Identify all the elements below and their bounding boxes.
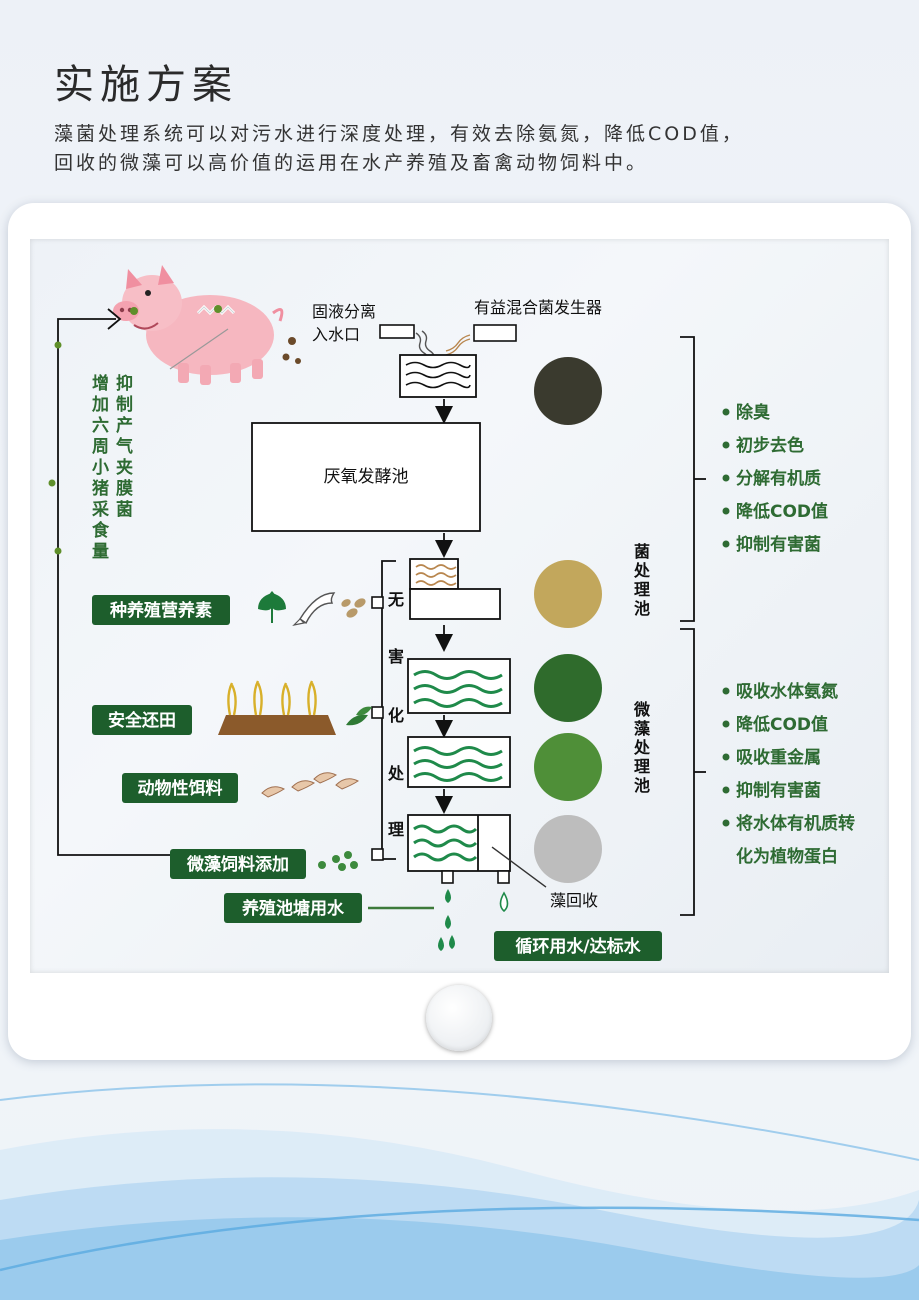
anaerobic-tank-label: 厌氧发酵池 [324,467,409,487]
algae-particles-icon [318,851,358,871]
svg-text:小: 小 [92,458,109,478]
fish-icon [292,592,336,626]
side-text-inhibit: 抑 制 产 气 夹 膜 菌 [115,373,133,520]
svg-text:池: 池 [634,776,650,795]
svg-text:除臭: 除臭 [736,402,770,423]
svg-text:抑制有害菌: 抑制有害菌 [736,780,821,801]
svg-text:分解有机质: 分解有机质 [736,468,821,489]
tablet-home-button[interactable] [426,985,492,1051]
svg-text:加: 加 [91,395,109,415]
svg-text:理: 理 [634,580,650,599]
svg-text:处: 处 [633,738,651,757]
algae-tank-3 [407,814,511,872]
svg-text:将水体有机质转: 将水体有机质转 [736,813,855,834]
svg-text:吸收水体氨氮: 吸收水体氨氮 [736,681,838,702]
sample-grey [534,815,602,883]
svg-text:菌: 菌 [116,500,133,520]
svg-text:处: 处 [633,561,651,580]
generator-box [473,324,517,342]
svg-text:猪: 猪 [92,478,109,499]
generator-label: 有益混合菌发生器 [474,298,602,317]
svg-text:采: 采 [91,500,109,520]
svg-text:化: 化 [388,706,404,725]
svg-text:循环用水/达标水: 循环用水/达标水 [515,936,641,957]
bacteria-tank-base [409,588,501,620]
svg-text:动物性饵料: 动物性饵料 [138,778,223,799]
sample-green-dark [534,654,602,722]
svg-text:制: 制 [116,394,133,415]
inlet-pipe [379,324,415,339]
svg-text:抑制有害菌: 抑制有害菌 [736,534,821,555]
decorative-waves [0,1083,919,1300]
pig-illustration [113,265,301,385]
svg-text:气: 气 [115,436,133,457]
bacteria-effects-list: 除臭 初步去色 分解有机质 降低COD值 抑制有害菌 [722,402,828,555]
algae-leaf-icon [346,706,372,726]
svg-text:养殖池塘用水: 养殖池塘用水 [241,898,345,919]
sample-dark [534,357,602,425]
svg-text:六: 六 [92,415,109,436]
svg-text:食: 食 [92,520,110,541]
sample-yellow [534,560,602,628]
intro-paragraph: 藻菌处理系统可以对污水进行深度处理，有效去除氨氮，降低COD值， 回收的微藻可以… [54,120,874,178]
svg-text:菌: 菌 [634,542,650,561]
tablet-frame: 增 加 六 周 小 猪 采 食 量 抑 制 产 气 夹 膜 菌 固液分离 入水 [8,203,911,1060]
algae-bracket [680,628,695,916]
svg-text:种养殖营养素: 种养殖营养素 [109,600,212,621]
field-icon [218,680,336,735]
loop-arrow-head [107,308,122,330]
svg-text:降低COD值: 降低COD值 [736,714,828,735]
svg-text:产: 产 [116,415,133,436]
recycle-loop-line [57,318,182,856]
svg-text:安全还田: 安全还田 [108,710,176,731]
svg-text:处: 处 [387,764,405,783]
page-title: 实施方案 [54,62,238,108]
svg-text:周: 周 [92,437,109,457]
intro-line-1: 藻菌处理系统可以对污水进行深度处理，有效去除氨氮，降低COD值， [54,123,744,145]
inlet-label-1: 固液分离 [312,302,376,321]
bacteria-bracket [680,336,695,622]
microalgae-pool-label: 微 藻 处 理 池 [633,700,651,795]
algae-recovery-label: 藻回收 [550,891,598,910]
sample-green [534,733,602,801]
svg-text:微藻饲料添加: 微藻饲料添加 [186,854,289,875]
treatment-chars: 无 害 化 处 理 [387,590,405,839]
label-feed: 动物性饵料 [122,773,238,803]
svg-text:微: 微 [633,700,651,719]
svg-text:理: 理 [634,757,650,776]
svg-text:池: 池 [634,599,650,618]
pig-pointer-line [169,328,229,370]
label-field: 安全还田 [92,705,192,735]
side-text-growth: 增 加 六 周 小 猪 采 食 量 [91,373,110,562]
svg-text:吸收重金属: 吸收重金属 [736,747,821,768]
svg-text:量: 量 [92,541,109,562]
algae-effects-list: 吸收水体氨氮 降低COD值 吸收重金属 抑制有害菌 将水体有机质转 化为植物蛋白 [722,681,855,867]
label-recycle-water: 循环用水/达标水 [494,931,662,961]
svg-text:害: 害 [388,647,404,666]
intro-line-2: 回收的微藻可以高价值的运用在水产养殖及畜禽动物饲料中。 [54,152,649,174]
label-pond-water: 养殖池塘用水 [224,893,362,923]
seeds-icon [341,598,366,618]
svg-text:增: 增 [92,373,109,394]
label-planting: 种养殖营养素 [92,595,230,625]
svg-text:降低COD值: 降低COD值 [736,501,828,522]
bacteria-pool-label: 菌 处 理 池 [633,542,651,618]
anaerobic-tank [251,422,481,532]
svg-text:抑: 抑 [116,373,133,394]
leaf-icon [258,591,286,623]
svg-text:无: 无 [387,590,404,609]
svg-text:化为植物蛋白: 化为植物蛋白 [736,846,838,867]
shrimp-icon [261,772,359,798]
tablet-screen: 增 加 六 周 小 猪 采 食 量 抑 制 产 气 夹 膜 菌 固液分离 入水 [30,239,889,973]
svg-text:夹: 夹 [116,457,133,478]
svg-text:藻: 藻 [634,719,651,738]
svg-text:膜: 膜 [116,478,133,499]
svg-text:初步去色: 初步去色 [736,435,804,456]
label-algae-feed: 微藻饲料添加 [170,849,306,879]
inlet-label-2: 入水口 [312,325,360,344]
process-diagram: 增 加 六 周 小 猪 采 食 量 抑 制 产 气 夹 膜 菌 固液分离 入水 [48,265,855,961]
svg-text:理: 理 [388,820,404,839]
